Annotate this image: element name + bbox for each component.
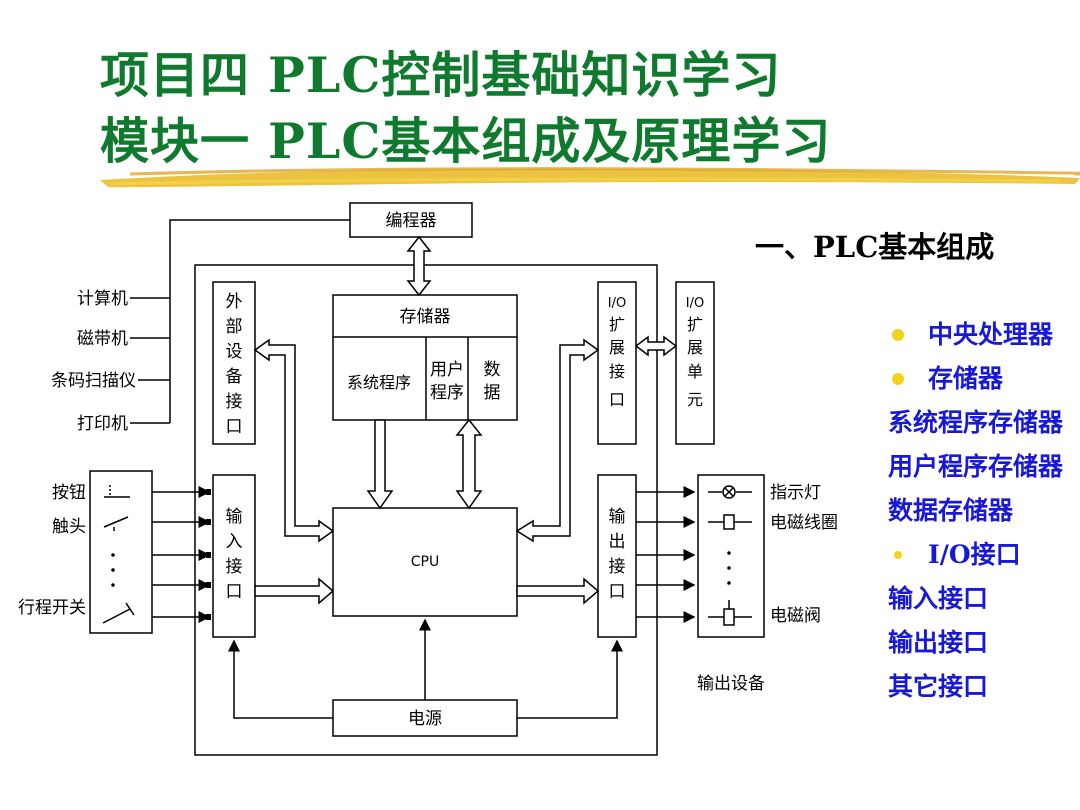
memory-data-1: 数 <box>484 360 501 380</box>
output-symbol-icons <box>708 485 752 626</box>
io-expansion-unit-label: I/O 扩 展 单 元 <box>686 296 704 409</box>
expansion-cpu-arrow <box>515 338 600 543</box>
bullet-item: 用户程序存储器 <box>888 452 1064 481</box>
bullet-dot-icon <box>892 373 904 385</box>
input-terminals <box>206 489 211 620</box>
peripheral-printer: 打印机 <box>77 414 128 434</box>
svg-text:口: 口 <box>609 582 626 602</box>
output-devices-label: 输出设备 <box>697 674 765 694</box>
io-expansion-interface-box <box>597 281 637 445</box>
input-interface-label: 输 入 接 口 <box>226 507 243 602</box>
svg-text:出: 出 <box>609 532 626 552</box>
input-wires <box>152 486 211 623</box>
output-interface-box <box>597 474 637 638</box>
cpu-output-arrow <box>516 577 600 605</box>
bullet-item: 输出接口 <box>888 628 989 657</box>
input-interface-box <box>212 474 256 638</box>
external-interface-box <box>212 281 256 445</box>
external-cpu-arrow <box>253 338 335 543</box>
input-limit-switch-label: 行程开关 <box>18 598 86 618</box>
io-expansion-interface-label: I/O 扩 展 接 口 <box>608 296 626 409</box>
svg-text:入: 入 <box>226 532 243 552</box>
svg-text:口: 口 <box>226 417 243 437</box>
input-cpu-arrow <box>254 577 335 605</box>
svg-text:I/O: I/O <box>608 296 626 311</box>
peripheral-barcode-scanner: 条码扫描仪 <box>51 371 136 391</box>
cpu-label: CPU <box>411 554 439 570</box>
svg-text:扩: 扩 <box>609 315 625 334</box>
bullet-item: 存储器 <box>888 362 1073 395</box>
bullet-dot-icon <box>894 551 902 559</box>
bullet-list: 中央处理器 存储器 系统程序存储器 用户程序存储器 数据存储器 I/O接口 输入… <box>888 318 1073 703</box>
memory-user-program-2: 程序 <box>430 383 464 403</box>
output-indicator-light-label: 指示灯 <box>770 483 821 503</box>
svg-text:单: 单 <box>687 362 703 381</box>
svg-text:展: 展 <box>609 338 625 357</box>
bullet-item: 数据存储器 <box>888 496 1014 525</box>
memory-cpu-double-arrow <box>455 418 483 510</box>
cpu-box <box>332 507 518 617</box>
svg-text:外: 外 <box>226 292 243 312</box>
svg-text:部: 部 <box>226 317 243 337</box>
svg-text:备: 备 <box>226 367 243 387</box>
svg-text:元: 元 <box>687 390 703 409</box>
svg-text:口: 口 <box>609 390 625 409</box>
svg-text:口: 口 <box>226 582 243 602</box>
memory-user-program-1: 用户 <box>430 360 464 380</box>
svg-text:接: 接 <box>609 557 626 577</box>
svg-text:接: 接 <box>609 362 625 381</box>
svg-text:接: 接 <box>226 392 243 412</box>
svg-text:输: 输 <box>226 507 243 527</box>
slide-title-line2: 模块一 PLC基本组成及原理学习 <box>100 112 832 170</box>
bullet-item: 中央处理器 <box>888 318 1073 351</box>
memory-system-program: 系统程序 <box>347 373 411 392</box>
section-heading: 一、PLC基本组成 <box>755 230 995 264</box>
bullet-item: 系统程序存储器 <box>888 408 1064 437</box>
plc-block-diagram: 编程器 计算机 磁带机 条码扫描仪 打印机 外 部 设 备 接 口 存储器 系统… <box>18 202 838 756</box>
memory-data-2: 据 <box>484 383 501 403</box>
svg-text:扩: 扩 <box>687 315 703 334</box>
programmer-memory-arrow <box>406 235 432 297</box>
bullet-item: 其它接口 <box>888 672 989 701</box>
svg-text:设: 设 <box>226 342 243 362</box>
bullet-item: 输入接口 <box>888 584 989 613</box>
input-switch-icons <box>102 485 135 624</box>
input-devices-panel <box>89 470 153 634</box>
svg-text:展: 展 <box>687 338 703 357</box>
io-expansion-unit-box <box>675 281 715 445</box>
peripheral-computer: 计算机 <box>77 289 128 309</box>
memory-cpu-arrow <box>366 419 394 510</box>
plc-frame <box>194 264 658 756</box>
bullet-item: I/O接口 <box>888 538 1073 571</box>
peripheral-tape-drive: 磁带机 <box>77 329 128 349</box>
programmer-label: 编程器 <box>386 211 437 231</box>
input-contact-label: 触头 <box>52 517 86 537</box>
svg-text:I/O: I/O <box>686 296 704 311</box>
power-supply-label: 电源 <box>408 709 442 729</box>
output-devices-panel <box>697 474 765 638</box>
input-button-label: 按钮 <box>52 483 86 503</box>
expansion-double-arrow <box>634 335 678 357</box>
brush-stroke-divider <box>100 167 1080 188</box>
peripheral-bus-line <box>169 219 350 423</box>
memory-title: 存储器 <box>400 307 451 327</box>
output-wires <box>636 486 696 623</box>
power-lines <box>228 618 623 719</box>
output-solenoid-coil-label: 电磁线圈 <box>770 513 838 533</box>
memory-box <box>332 294 518 421</box>
external-interface-label: 外 部 设 备 接 口 <box>226 292 243 437</box>
output-solenoid-valve-label: 电磁阀 <box>770 606 821 626</box>
slide-title-line1: 项目四 PLC控制基础知识学习 <box>100 46 782 104</box>
svg-text:接: 接 <box>226 557 243 577</box>
svg-text:输: 输 <box>609 507 626 527</box>
output-interface-label: 输 出 接 口 <box>609 507 626 602</box>
bullet-dot-icon <box>892 329 904 341</box>
